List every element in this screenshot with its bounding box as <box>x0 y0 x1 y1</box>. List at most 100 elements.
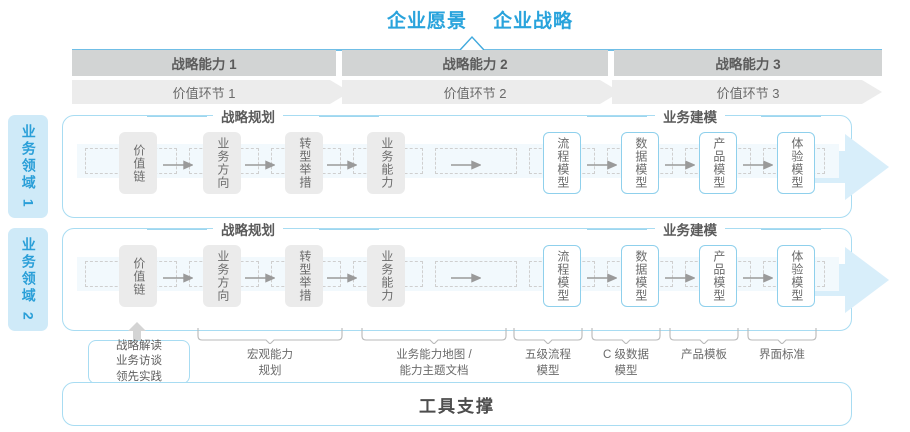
arrow-icon <box>587 160 617 170</box>
tool-support-label: 工具支撑 <box>419 396 495 416</box>
node-label: 业务方向 <box>215 137 230 189</box>
footer-label-capability-map: 业务能力地图 / 能力主题文档 <box>364 348 504 379</box>
arrow-icon <box>743 273 773 283</box>
section-title-business-modeling-1: 业务建模 <box>655 107 725 125</box>
flow-arrow-shape-2 <box>789 247 889 313</box>
section-title-strategic-planning-2: 战略规划 <box>213 220 283 238</box>
footer-label-macro-capability: 宏观能力 规划 <box>200 348 340 379</box>
arrow-icon <box>451 273 481 283</box>
footer-label-line-1: 界面标准 <box>759 349 805 361</box>
brace-data-model <box>591 328 661 344</box>
value-link-cell-3[interactable]: 价值环节 3 <box>716 85 780 101</box>
value-link-cell-2[interactable]: 价值环节 2 <box>443 85 507 101</box>
arrow-icon <box>163 160 193 170</box>
section-rule-right-2b <box>761 229 821 230</box>
node-transformation-measures-1[interactable]: 转型举措 <box>285 132 323 194</box>
section-rule-left-1b <box>147 229 207 230</box>
value-link-chevron-background <box>72 80 882 104</box>
footer-label-line-2: 规划 <box>258 364 282 377</box>
node-label: 体验模型 <box>789 137 804 189</box>
sidebar-item-business-domain-1[interactable]: 业务领域 1 <box>8 115 48 218</box>
footer-label-line-2: 能力主题文档 <box>399 364 469 377</box>
node-value-chain-2[interactable]: 价值链 <box>119 245 157 307</box>
node-product-model-1[interactable]: 产品模型 <box>699 132 737 194</box>
node-label: 产品模型 <box>711 250 726 302</box>
node-experience-model-2[interactable]: 体验模型 <box>777 245 815 307</box>
section-rule-left-2b <box>319 229 379 230</box>
node-label: 业务能力 <box>379 137 394 189</box>
node-process-model-1[interactable]: 流程模型 <box>543 132 581 194</box>
node-data-model-2[interactable]: 数据模型 <box>621 245 659 307</box>
up-arrow-icon <box>128 322 146 342</box>
arrow-icon <box>327 160 357 170</box>
title-enterprise-vision: 企业愿景 <box>386 10 467 32</box>
placeholder-box-2e <box>435 261 517 287</box>
node-label: 体验模型 <box>789 250 804 302</box>
arrow-icon <box>327 273 357 283</box>
footer-label-ui-standard: 界面标准 <box>746 348 818 364</box>
node-label: 价值链 <box>131 143 146 183</box>
value-link-row: 价值环节 1 价值环节 2 价值环节 3 <box>72 80 882 104</box>
arrow-icon <box>743 160 773 170</box>
tool-box-strategy-inputs[interactable]: 战略解读 业务访谈 领先实践 <box>88 340 190 384</box>
node-label: 数据模型 <box>633 250 648 302</box>
tool-box-line-3: 领先实践 <box>116 370 162 383</box>
node-business-capability-2[interactable]: 业务能力 <box>367 245 405 307</box>
arrow-icon <box>665 273 695 283</box>
capability-cell-3[interactable]: 战略能力 3 <box>614 50 882 76</box>
node-data-model-1[interactable]: 数据模型 <box>621 132 659 194</box>
enterprise-titles: 企业愿景 企业战略 <box>340 4 620 34</box>
node-label: 转型举措 <box>297 250 312 302</box>
brace-macro-capability <box>197 328 343 344</box>
node-value-chain-1[interactable]: 价值链 <box>119 132 157 194</box>
flow-arrow-shape-1 <box>789 134 889 200</box>
footer-label-line-1: 产品模板 <box>681 349 727 361</box>
domain-band-2: 战略规划 业务建模 价值链 业务方向 转型举措 业务能力 流程模型 数据模型 产… <box>62 220 889 331</box>
node-business-capability-1[interactable]: 业务能力 <box>367 132 405 194</box>
footer-label-line-2: 模型 <box>536 364 560 377</box>
brace-capability-map <box>361 328 507 344</box>
footer-label-process-model: 五级流程 模型 <box>512 348 584 379</box>
node-experience-model-1[interactable]: 体验模型 <box>777 132 815 194</box>
strategic-capability-row: 战略能力 1 战略能力 2 战略能力 3 <box>72 50 882 76</box>
node-label: 价值链 <box>131 256 146 296</box>
arrow-icon <box>665 160 695 170</box>
node-business-direction-2[interactable]: 业务方向 <box>203 245 241 307</box>
brace-process-model <box>513 328 583 344</box>
arrow-icon <box>451 160 481 170</box>
node-label: 流程模型 <box>555 137 570 189</box>
section-rule-left-1 <box>147 116 207 117</box>
arrow-icon <box>245 273 275 283</box>
section-rule-left-2 <box>319 116 379 117</box>
capability-cell-2[interactable]: 战略能力 2 <box>342 50 608 76</box>
node-business-direction-1[interactable]: 业务方向 <box>203 132 241 194</box>
domain-band-1: 战略规划 业务建模 价值链 业务方向 转型举措 业务能力 流程模型 数据模型 产… <box>62 107 889 218</box>
node-process-model-2[interactable]: 流程模型 <box>543 245 581 307</box>
section-title-strategic-planning-1: 战略规划 <box>213 107 283 125</box>
footer-label-line-1: 五级流程 <box>525 349 571 361</box>
section-rule-right-2 <box>761 116 821 117</box>
node-label: 业务能力 <box>379 250 394 302</box>
brace-product-template <box>669 328 739 344</box>
section-title-business-modeling-2: 业务建模 <box>655 220 725 238</box>
value-link-cell-1[interactable]: 价值环节 1 <box>172 85 236 101</box>
node-label: 业务方向 <box>215 250 230 302</box>
title-enterprise-strategy: 企业战略 <box>493 10 574 32</box>
arrow-icon <box>245 160 275 170</box>
footer-label-line-1: 宏观能力 <box>247 349 293 361</box>
arrow-icon <box>163 273 193 283</box>
footer-label-line-2: 模型 <box>614 364 638 377</box>
business-domain-2-label: 业务领域 2 <box>20 236 37 323</box>
sidebar-item-business-domain-2[interactable]: 业务领域 2 <box>8 228 48 331</box>
capability-cell-1[interactable]: 战略能力 1 <box>72 50 336 76</box>
brace-ui-standard <box>747 328 817 344</box>
footer-label-data-model: C 级数据 模型 <box>590 348 662 379</box>
tool-box-line-2: 业务访谈 <box>116 355 162 368</box>
footer-label-product-template: 产品模板 <box>668 348 740 364</box>
node-product-model-2[interactable]: 产品模型 <box>699 245 737 307</box>
node-transformation-measures-2[interactable]: 转型举措 <box>285 245 323 307</box>
footer-label-line-1: C 级数据 <box>603 349 649 361</box>
node-label: 流程模型 <box>555 250 570 302</box>
node-label: 产品模型 <box>711 137 726 189</box>
